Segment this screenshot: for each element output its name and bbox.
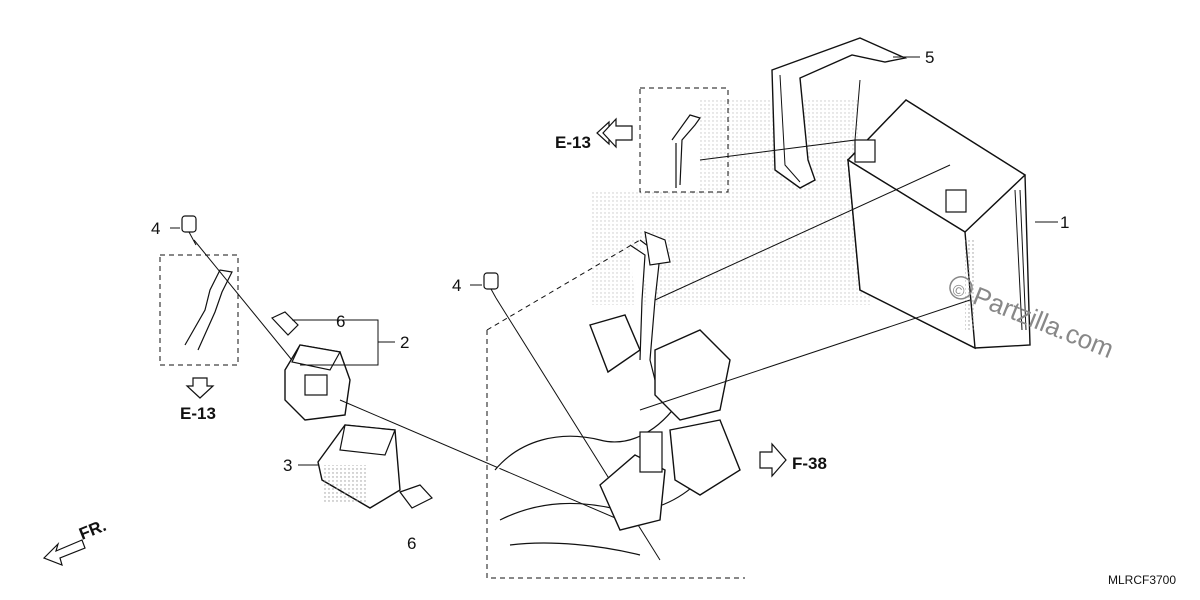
- fuse-bottom[interactable]: [399, 484, 433, 509]
- callout-1[interactable]: 1: [1060, 213, 1069, 232]
- arrow-e13-left[interactable]: [185, 377, 215, 399]
- battery[interactable]: [846, 99, 1031, 350]
- bolt-center[interactable]: [483, 272, 499, 299]
- callout-4-center[interactable]: 4: [452, 276, 461, 295]
- callout-2[interactable]: 2: [400, 333, 409, 352]
- harness-region: [486, 239, 745, 579]
- front-marker: FR.: [76, 516, 109, 544]
- callout-6-top[interactable]: 6: [336, 312, 345, 331]
- fuse-small[interactable]: [270, 311, 299, 336]
- starter-relay[interactable]: [284, 344, 351, 421]
- cable-box-left: [159, 254, 239, 366]
- leader-6-top: [292, 319, 379, 342]
- callout-6-bottom[interactable]: 6: [407, 534, 416, 553]
- callout-4-left[interactable]: 4: [151, 219, 160, 238]
- battery-terminal: [854, 139, 967, 213]
- callout-3[interactable]: 3: [283, 456, 292, 475]
- arrow-f38[interactable]: [759, 442, 787, 478]
- wire-harness[interactable]: [494, 231, 741, 556]
- relay-holder[interactable]: [317, 424, 401, 509]
- front-arrow-icon: [42, 539, 86, 566]
- copyright-icon: [949, 276, 973, 300]
- arrow-e13-top[interactable]: [596, 117, 633, 149]
- bolt-left[interactable]: [181, 215, 197, 246]
- callout-5[interactable]: 5: [925, 48, 934, 67]
- ref-f38[interactable]: F-38: [792, 454, 827, 473]
- ref-e13-top[interactable]: E-13: [555, 133, 591, 152]
- diagram-code: MLRCF3700: [1108, 573, 1176, 587]
- bracket-2: [300, 341, 395, 366]
- ref-e13-left[interactable]: E-13: [180, 404, 216, 423]
- cable-box-top: [639, 79, 861, 193]
- battery-band[interactable]: [771, 37, 908, 189]
